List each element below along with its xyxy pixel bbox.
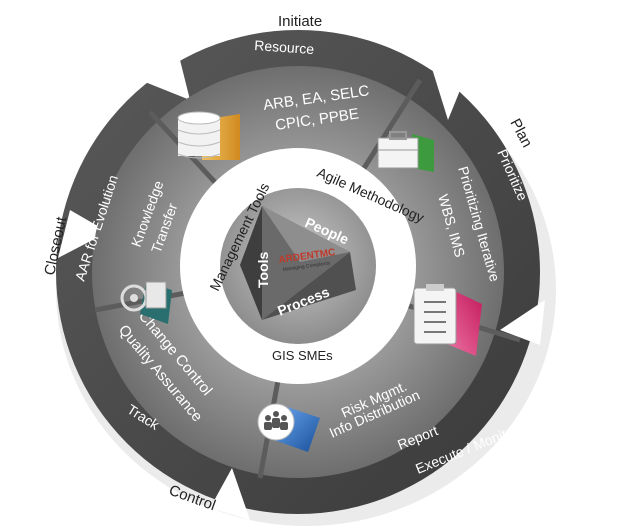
- ring-separators: [58, 60, 545, 520]
- briefcase-icon: [377, 131, 434, 172]
- clipboard-checklist-icon: [413, 284, 482, 356]
- database-icon: [177, 111, 240, 160]
- inner-gis-smes: GIS SMEs: [272, 348, 333, 363]
- team-people-icon: [257, 403, 320, 452]
- phase-plan: Plan: [506, 116, 535, 150]
- center-triangle: [240, 206, 356, 320]
- gear-document-icon: [120, 281, 172, 324]
- center-tools: Tools: [255, 251, 271, 288]
- band-resource: Resource: [254, 37, 315, 57]
- phase-initiate: Initiate: [278, 13, 322, 30]
